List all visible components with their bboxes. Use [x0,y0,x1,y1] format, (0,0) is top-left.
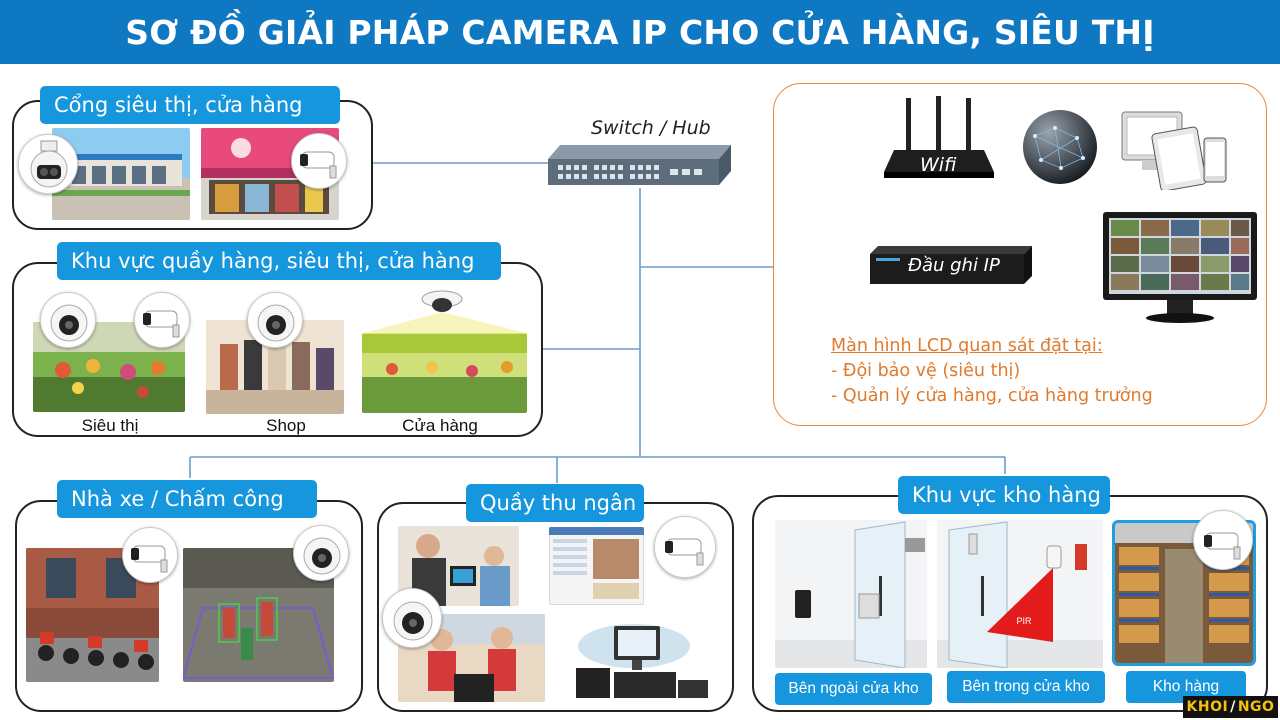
bullet-camera-icon [291,133,347,189]
camera-view-cone [360,312,530,334]
fisheye-camera-icon [420,289,464,317]
bullet-camera-icon [122,527,178,583]
dome-camera-icon [382,588,442,648]
dome-camera-icon [247,292,303,348]
caption-store: Cửa hàng [402,416,478,435]
outside-warehouse-door-photo [775,520,927,668]
dome-camera-icon [40,292,96,348]
tag-counter: Khu vực quầy hàng, siêu thị, cửa hàng [57,242,501,280]
tag-warehouse: Khu vực kho hàng [898,476,1110,514]
monitor-note: Màn hình LCD quan sát đặt tại: - Đội bảo… [831,334,1153,409]
store-photo [362,333,527,413]
switch-hub-icon [548,143,731,187]
wifi-router-icon [884,96,994,180]
logo-left: KHOI [1186,699,1229,715]
devices-icon [1120,106,1228,192]
page-title: SƠ ĐỒ GIẢI PHÁP CAMERA IP CHO CỬA HÀNG, … [125,12,1155,52]
bullet-camera-icon [134,292,190,348]
caption-shop: Shop [266,416,306,435]
title-banner: SƠ ĐỒ GIẢI PHÁP CAMERA IP CHO CỬA HÀNG, … [0,0,1280,64]
logo-right: NGO [1237,699,1275,715]
switch-label: Switch / Hub [591,117,711,139]
internet-globe-icon [1021,108,1099,186]
monitor-note-title: Màn hình LCD quan sát đặt tại: [831,336,1103,356]
nvr-recorder-icon [870,244,1032,286]
bullet-camera-icon [654,516,716,578]
lcd-monitor-icon [1103,212,1257,324]
tag-parking: Nhà xe / Chấm công [57,480,317,518]
tag-gate: Cổng siêu thị, cửa hàng [40,86,340,124]
wifi-label: Wifi [920,154,957,176]
inside-warehouse-door-photo [937,520,1103,668]
monitor-note-item: - Đội bảo vệ (siêu thị) [831,361,1021,381]
caption-supermarket: Siêu thị [81,416,139,435]
pir-label: PIR [1016,616,1032,626]
tag-cashier: Quầy thu ngân [466,484,644,522]
supermarket-photo [52,128,190,220]
ptz-camera-icon [18,134,78,194]
pos-station-icon [570,622,712,706]
nvr-label: Đầu ghi IP [908,255,1000,276]
caption-inside-warehouse-door: Bên trong cửa kho [947,671,1105,703]
caption-outside-warehouse-door: Bên ngoài cửa kho [775,673,932,705]
monitor-note-item: - Quản lý cửa hàng, cửa hàng trưởng [831,386,1153,406]
bullet-camera-icon [1193,510,1253,570]
pos-software-photo [549,527,644,605]
dome-camera-icon [293,525,349,581]
khoingo-logo: KHOI/NGO [1183,696,1278,718]
